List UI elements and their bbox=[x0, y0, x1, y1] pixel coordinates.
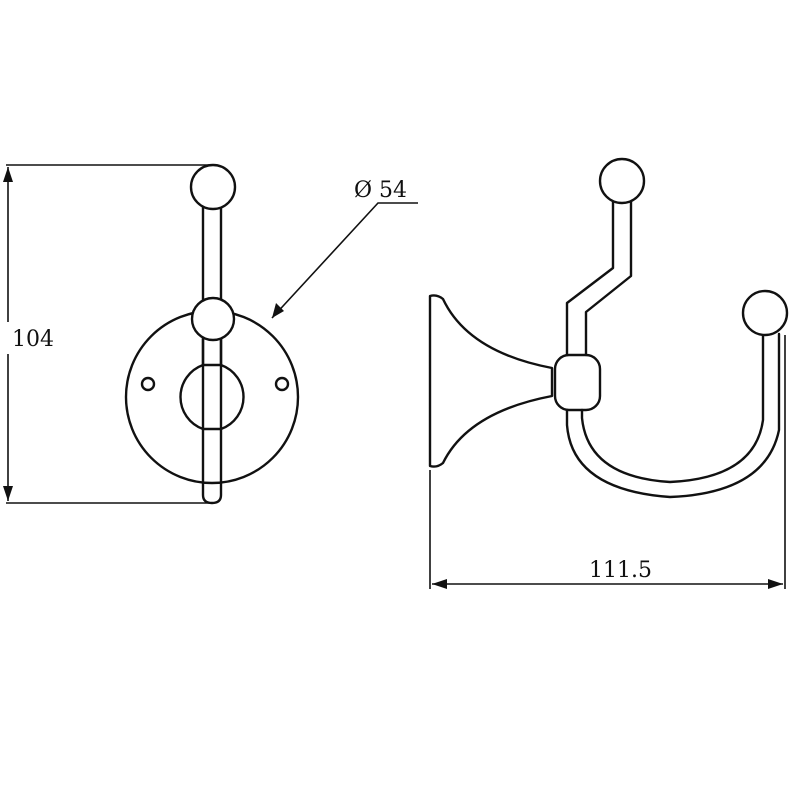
screw-hole-left bbox=[140, 376, 156, 392]
center-boss bbox=[179, 363, 245, 431]
upper-hook-ball bbox=[598, 157, 646, 205]
front-top-ball bbox=[189, 163, 237, 211]
width-dimension-label: 111.5 bbox=[589, 558, 652, 583]
side-joint bbox=[553, 353, 602, 412]
front-middle-ball bbox=[190, 296, 236, 342]
front-hook-bar bbox=[201, 203, 223, 505]
dimension-diameter: Ø 54 bbox=[271, 178, 418, 319]
front-bar-segment bbox=[201, 337, 223, 367]
upper-hook bbox=[565, 198, 633, 357]
screw-hole-right bbox=[274, 376, 290, 392]
dimension-height: 104 bbox=[0, 164, 213, 504]
front-view bbox=[124, 163, 300, 505]
lower-u-hook bbox=[565, 332, 781, 499]
lower-hook-ball bbox=[741, 289, 789, 337]
wall-flange bbox=[428, 294, 554, 468]
side-view bbox=[428, 157, 789, 499]
dimension-width: 111.5 bbox=[429, 335, 786, 589]
height-dimension-label: 104 bbox=[12, 327, 54, 352]
diameter-dimension-label: Ø 54 bbox=[354, 178, 407, 203]
